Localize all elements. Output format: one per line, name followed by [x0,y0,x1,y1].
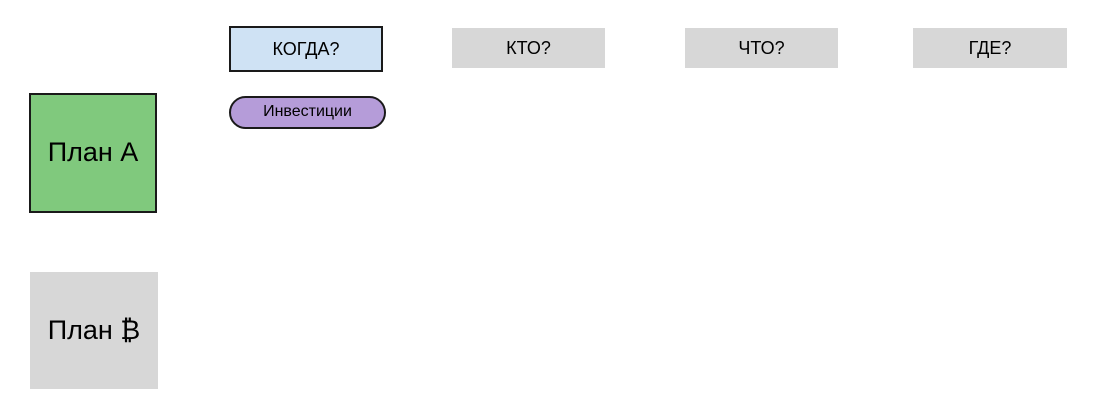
column-header-kto-label: КТО? [506,37,551,58]
column-header-kogda-label: КОГДА? [272,38,340,59]
column-header-kogda[interactable]: КОГДА? [229,26,383,72]
column-header-chto[interactable]: ЧТО? [685,28,838,68]
column-header-gde-label: ГДЕ? [968,37,1012,58]
plan-b-card[interactable]: План ₿ [30,272,158,389]
column-header-kto[interactable]: КТО? [452,28,605,68]
plan-a-card[interactable]: План А [29,93,157,213]
column-header-gde[interactable]: ГДЕ? [913,28,1067,68]
tag-investments[interactable]: Инвестиции [229,96,386,129]
plan-b-card-label: План ₿ [47,314,141,345]
plan-a-card-label: План А [47,137,139,168]
column-header-chto-label: ЧТО? [738,37,785,58]
tag-investments-label: Инвестиции [263,103,352,121]
